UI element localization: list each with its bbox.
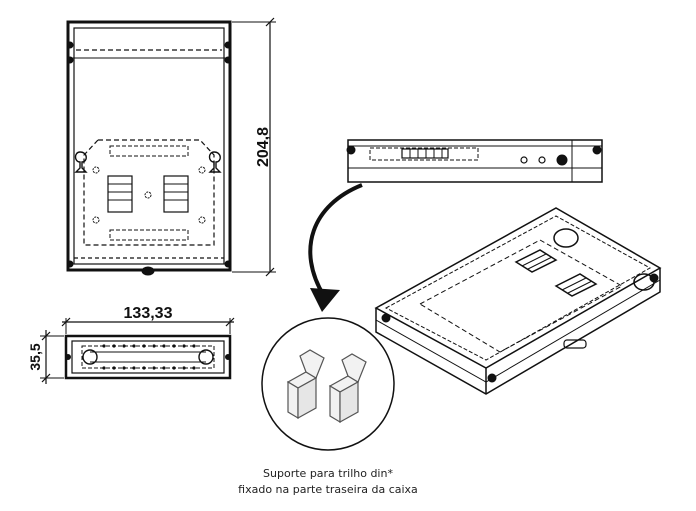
height-dimension — [232, 17, 276, 277]
caption-line-2: fixado na parte traseira da caixa — [238, 483, 418, 496]
front-view-dots — [102, 344, 196, 370]
depth-label: 35,5 — [27, 343, 43, 370]
height-label: 204,8 — [255, 127, 272, 167]
side-view — [346, 139, 603, 183]
width-label: 133,33 — [124, 305, 173, 322]
depth-dimension — [40, 330, 64, 384]
front-view — [64, 334, 232, 380]
top-view — [66, 20, 232, 276]
isometric-view — [374, 207, 662, 395]
pointer-arrow — [308, 183, 363, 298]
caption-line-1: Suporte para trilho din* — [263, 467, 393, 480]
width-dimension — [61, 317, 235, 334]
din-rail-clip-detail — [261, 317, 395, 451]
arrowhead — [310, 288, 340, 312]
